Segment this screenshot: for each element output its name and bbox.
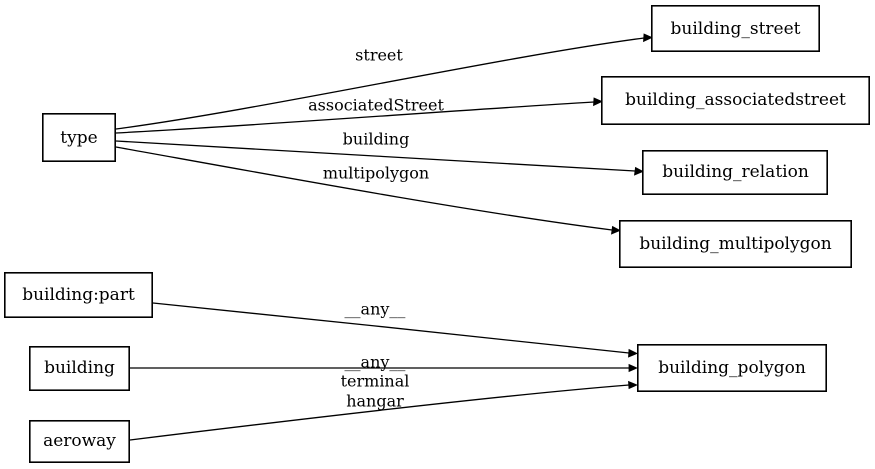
edge-label-aeroway-hangar: hangar bbox=[346, 392, 404, 411]
edge-type-street[interactable]: street bbox=[115, 33, 653, 130]
node-building-multipolygon[interactable]: building_multipolygon bbox=[618, 220, 852, 269]
edge-line bbox=[115, 101, 595, 134]
edge-type-building[interactable]: building bbox=[115, 130, 644, 176]
arrowhead-icon bbox=[628, 348, 638, 358]
node-box bbox=[4, 271, 153, 318]
node-box bbox=[28, 419, 131, 463]
edge-line bbox=[115, 140, 636, 172]
edge-buildingpart-any[interactable]: __any__ bbox=[152, 300, 638, 358]
node-label-building-polygon: building_polygon bbox=[658, 358, 806, 378]
arrowhead-icon bbox=[611, 225, 621, 235]
node-box bbox=[28, 345, 131, 391]
node-box bbox=[636, 343, 827, 392]
node-box bbox=[618, 220, 852, 269]
node-label-building-part: building:part bbox=[22, 285, 135, 305]
node-building-associatedstreet[interactable]: building_associatedstreet bbox=[600, 76, 870, 126]
arrowhead-icon bbox=[643, 33, 653, 43]
edge-label-street: street bbox=[355, 46, 403, 65]
edge-line bbox=[115, 146, 613, 231]
node-type[interactable]: type bbox=[41, 113, 117, 163]
edge-label-multipolygon: multipolygon bbox=[323, 164, 429, 183]
node-box bbox=[41, 113, 117, 163]
edge-label-building-any: __any__ bbox=[345, 353, 406, 372]
edge-line bbox=[129, 384, 630, 441]
edge-type-associatedstreet[interactable]: associatedStreet bbox=[115, 96, 603, 134]
node-building-relation[interactable]: building_relation bbox=[641, 150, 828, 196]
edge-label-building: building bbox=[343, 130, 410, 149]
node-building[interactable]: building bbox=[28, 345, 131, 391]
edge-label-associatedstreet: associatedStreet bbox=[308, 96, 444, 115]
arrowhead-icon bbox=[628, 363, 638, 373]
edges-layer: street associatedStreet building multipo… bbox=[115, 33, 653, 441]
node-label-type: type bbox=[60, 128, 97, 148]
node-box bbox=[641, 150, 828, 196]
edge-label-aeroway-terminal: terminal bbox=[341, 372, 410, 391]
edge-building-any[interactable]: __any__ bbox=[130, 353, 638, 373]
nodes-layer: type building_street building_associated… bbox=[4, 5, 870, 463]
edge-line bbox=[152, 302, 630, 354]
node-label-building-multipolygon: building_multipolygon bbox=[639, 234, 831, 254]
node-building-polygon[interactable]: building_polygon bbox=[636, 343, 827, 392]
edge-line bbox=[115, 37, 645, 130]
node-aeroway[interactable]: aeroway bbox=[28, 419, 131, 463]
node-label-building-relation: building_relation bbox=[662, 162, 809, 182]
node-building-street[interactable]: building_street bbox=[650, 5, 820, 53]
node-box bbox=[600, 76, 870, 126]
edge-aeroway-terminal-hangar[interactable]: terminal hangar bbox=[129, 372, 639, 441]
arrowhead-icon bbox=[593, 97, 603, 107]
edge-type-multipolygon[interactable]: multipolygon bbox=[115, 146, 621, 235]
node-label-building-associatedstreet: building_associatedstreet bbox=[625, 90, 846, 110]
arrowhead-icon bbox=[634, 166, 644, 176]
node-label-building-street: building_street bbox=[671, 19, 801, 39]
node-box bbox=[650, 5, 820, 53]
edge-label-buildingpart-any: __any__ bbox=[345, 300, 406, 319]
node-label-aeroway: aeroway bbox=[43, 431, 116, 451]
arrowhead-icon bbox=[628, 380, 639, 390]
node-label-building: building bbox=[44, 358, 115, 378]
node-building-part[interactable]: building:part bbox=[4, 271, 153, 318]
